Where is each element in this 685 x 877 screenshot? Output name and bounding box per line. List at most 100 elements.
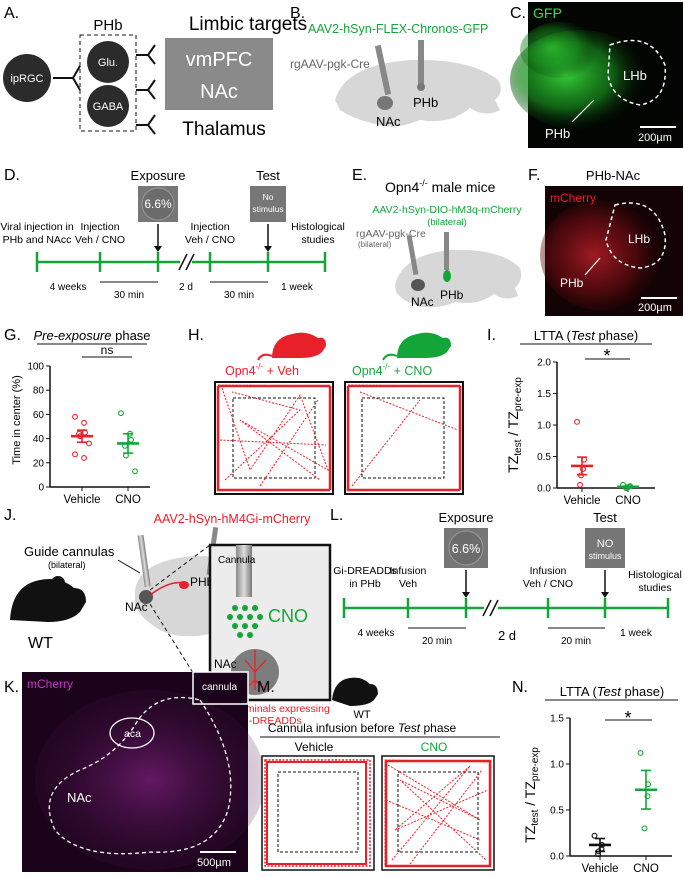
h-right-title: Opn4-/- + CNO [352, 362, 432, 378]
gaba-label: GABA [93, 101, 124, 113]
panel-f-label: F. [528, 167, 540, 184]
i-star: * [603, 346, 610, 366]
y-tick-label: 80 [33, 386, 45, 397]
l-m20b: 20 min [561, 636, 591, 647]
l-w1: 1 week [620, 628, 653, 639]
y-tick-label: 0 [38, 483, 44, 494]
j-wt: WT [28, 635, 53, 652]
k-scale: 500µm [197, 857, 231, 869]
data-point [81, 455, 87, 461]
y-tick-label: 1.0 [537, 421, 551, 432]
m-title: Cannula infusion before Test phase [268, 721, 457, 735]
panel-l: L. Gi-DREADDs in PHb Infusion Veh Exposu… [330, 507, 682, 647]
i-ylabel: TZtest / TZpre-exp [505, 377, 524, 473]
phb-box [79, 34, 137, 132]
b-nac-label: NAc [376, 114, 401, 129]
l-pct: 6.6% [452, 542, 481, 556]
data-point [641, 825, 648, 832]
e-retro-bilat: (bilateral) [358, 240, 392, 249]
x-tick-label: Vehicle [563, 495, 600, 507]
j-cno: CNO [268, 606, 308, 626]
panel-g: G. Pre-exposure phase Time in center (%)… [4, 327, 151, 506]
x-tick-label: CNO [115, 494, 141, 506]
c-lhb: LHb [623, 68, 647, 83]
b-phb-label: PHb [413, 95, 438, 110]
panel-n-label: N. [512, 679, 528, 696]
panel-g-label: G. [4, 327, 21, 344]
m-arena-veh [261, 755, 375, 871]
g-ns: ns [101, 343, 114, 357]
data-point [577, 481, 583, 488]
panel-e: E. Opn4-/- male mice AAV2-hSyn-DIO-hM3q-… [352, 167, 522, 309]
n-title: LTTA (Test phase) [560, 684, 665, 699]
d-viral-1: Viral injection in [0, 221, 74, 233]
l-d2: 2 d [498, 628, 516, 643]
d-inj2-2: Veh / CNO [185, 234, 235, 246]
y-tick-label: 1.5 [550, 714, 564, 725]
b-virus-label: AAV2-hSyn-FLEX-Chronos-GFP [308, 22, 488, 36]
d-hist-2: studies [301, 234, 334, 246]
panel-i: I. LTTA (Test phase) TZtest / TZpre-exp … [487, 327, 655, 507]
l-hist: Histological [628, 569, 682, 581]
d-w4: 4 weeks [50, 282, 87, 293]
data-point [574, 418, 580, 425]
panel-l-label: L. [330, 507, 343, 524]
g-marks [71, 410, 139, 475]
panel-c-label: C. [510, 5, 526, 22]
e-retro: rgAAV-pgk-Cre [356, 228, 426, 240]
panel-j-label: J. [4, 507, 16, 524]
d-test: Test [256, 168, 280, 183]
j-guide: Guide cannulas [24, 544, 115, 559]
panel-c: C. GFP LHb PHb 200µm [510, 2, 683, 148]
y-tick-label: 20 [33, 458, 45, 469]
i-title: LTTA (Test phase) [534, 328, 639, 343]
panel-k: K. mCherry cannula aca NAc 500µm [4, 671, 265, 872]
d-inj2-1: Injection [190, 221, 229, 233]
y-tick-label: 60 [33, 410, 45, 421]
j-nac: NAc [125, 600, 148, 614]
b-pipette-phb [418, 40, 424, 85]
d-viral-2: PHb and NAcc [3, 234, 72, 246]
data-point [128, 436, 134, 443]
g-ylabel: Time in center (%) [11, 375, 23, 464]
f-scale: 200µm [638, 302, 672, 314]
nac-label: NAc [200, 81, 238, 103]
y-tick-label: 0.0 [537, 484, 551, 495]
l-no: NO [597, 538, 614, 550]
j-phb: PHb [190, 575, 214, 589]
m-wt-mouse [332, 677, 378, 706]
b-nac-dot [377, 96, 393, 110]
panel-h-label: H. [188, 327, 204, 344]
x-tick-label: CNO [615, 495, 641, 507]
panel-m-label: M. [257, 679, 275, 696]
j-bilat: (bilateral) [48, 560, 86, 570]
e-brain [395, 249, 522, 308]
glu-node [87, 41, 129, 83]
i-marks [571, 418, 639, 491]
k-stain: mCherry [27, 677, 73, 691]
vmpfc-label: vmPFC [186, 49, 253, 71]
limbic-title: Limbic targets [189, 14, 307, 35]
b-pipette-nac [374, 44, 392, 96]
n-marks [589, 750, 657, 858]
panel-e-label: E. [352, 167, 367, 184]
data-point [118, 410, 124, 417]
m-veh: Vehicle [295, 740, 334, 754]
f-phb: PHb [560, 276, 584, 290]
thalamus-label: Thalamus [182, 119, 265, 140]
k-cannula: cannula [202, 682, 237, 693]
y-tick-label: 2.0 [537, 358, 551, 369]
d-exposure-pct: 6.6% [144, 197, 172, 211]
e-nac: NAc [411, 295, 434, 309]
data-point [591, 832, 598, 839]
l-gi2: in PHb [349, 578, 381, 590]
l-test: Test [593, 510, 617, 525]
l-gi: Gi-DREADDs [333, 565, 397, 577]
e-virus: AAV2-hSyn-DIO-hM3q-mCherry [372, 204, 522, 216]
data-point [644, 793, 651, 800]
l-exposure: Exposure [439, 510, 494, 525]
f-title: PHb-NAc [586, 168, 641, 183]
iprgc-node [3, 54, 51, 102]
c-stain: GFP [533, 5, 562, 21]
